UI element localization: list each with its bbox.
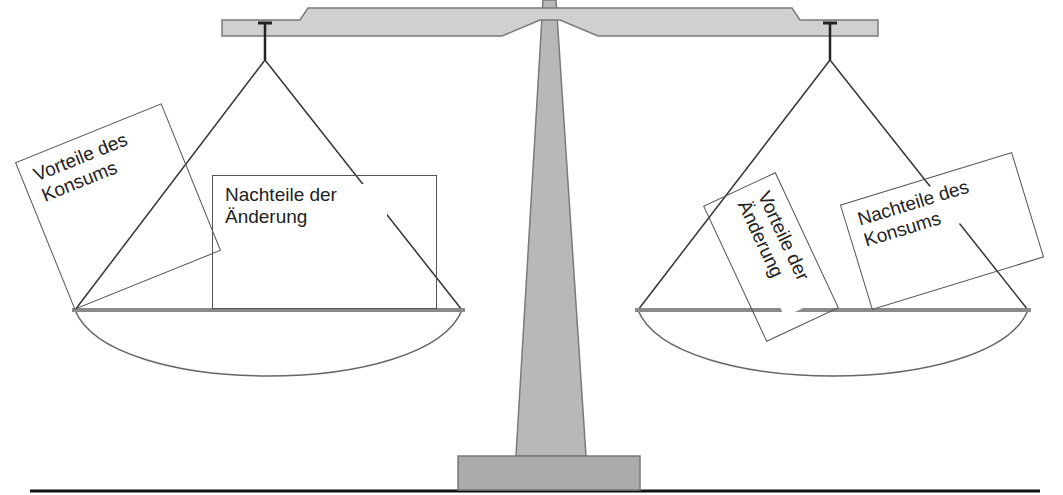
text-box: Nachteile des Konsums xyxy=(840,152,1044,310)
box-label: Nachteile der Änderung xyxy=(223,184,387,228)
box-label: Vorteile des Konsums xyxy=(29,116,170,207)
scale-beam xyxy=(222,8,878,36)
text-box: Nachteile der Änderung xyxy=(212,175,437,309)
box-label: Nachteile des Konsums xyxy=(853,168,1003,252)
scale-pan xyxy=(638,310,1028,376)
hanger xyxy=(829,23,832,60)
box-label: Vorteile der Änderung xyxy=(732,186,824,317)
scale-base xyxy=(458,456,640,490)
hanger xyxy=(264,23,267,60)
text-box: Vorteile des Konsums xyxy=(15,103,221,310)
pan-rim xyxy=(635,308,1031,312)
scale-pan xyxy=(75,310,462,376)
text-box: Vorteile der Änderung xyxy=(703,172,839,342)
pan-string xyxy=(830,60,1028,310)
scale-post xyxy=(516,0,586,456)
